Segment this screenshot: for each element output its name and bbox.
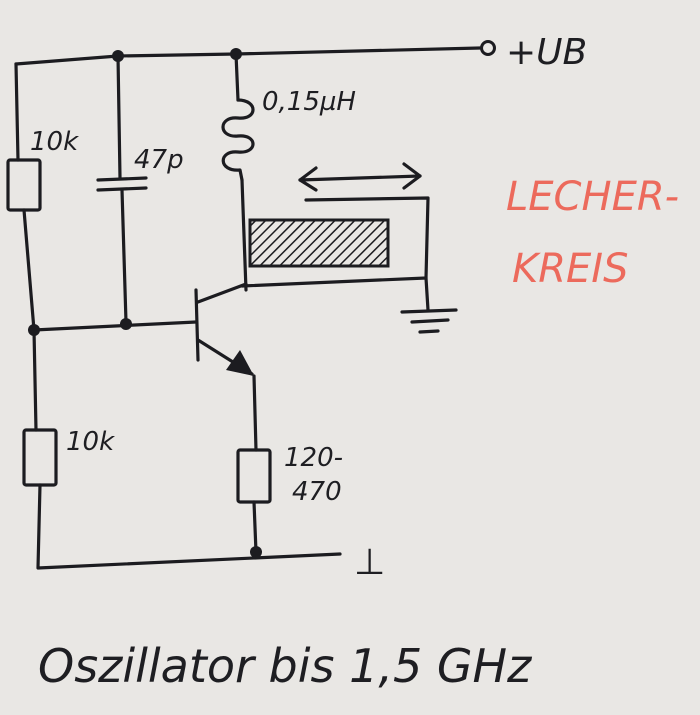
resistor-top-label: 10k (30, 127, 79, 157)
junction-dot-ground (250, 546, 262, 558)
emitter-branch (236, 374, 272, 558)
transistor (194, 282, 254, 376)
ground-symbol: ⊥ (354, 542, 385, 583)
inductor (221, 52, 255, 292)
capacitor-label: 47p (134, 145, 184, 175)
emitter-resistor-label-2: 470 (292, 477, 342, 507)
emitter-arrow-icon (226, 350, 254, 376)
capacitor (96, 54, 148, 330)
emitter-resistor-label-1: 120- (284, 443, 343, 473)
resistor-bottom-label: 10k (66, 427, 115, 457)
resistor-bottom (22, 428, 58, 487)
base-line (32, 320, 198, 332)
caption: Oszillator bis 1,5 GHz (38, 639, 532, 693)
supply-label: +UB (506, 32, 587, 73)
resistor-top (6, 158, 42, 212)
lecher-line (240, 162, 458, 334)
lecher-label-1: LECHER- (506, 174, 679, 220)
supply-terminal (480, 40, 496, 56)
inductor-label: 0,15µH (262, 87, 356, 117)
resistor-emitter (236, 448, 272, 504)
lecher-label-2: KREIS (512, 246, 628, 292)
sliding-short (248, 218, 390, 268)
supply-rail (14, 40, 496, 66)
